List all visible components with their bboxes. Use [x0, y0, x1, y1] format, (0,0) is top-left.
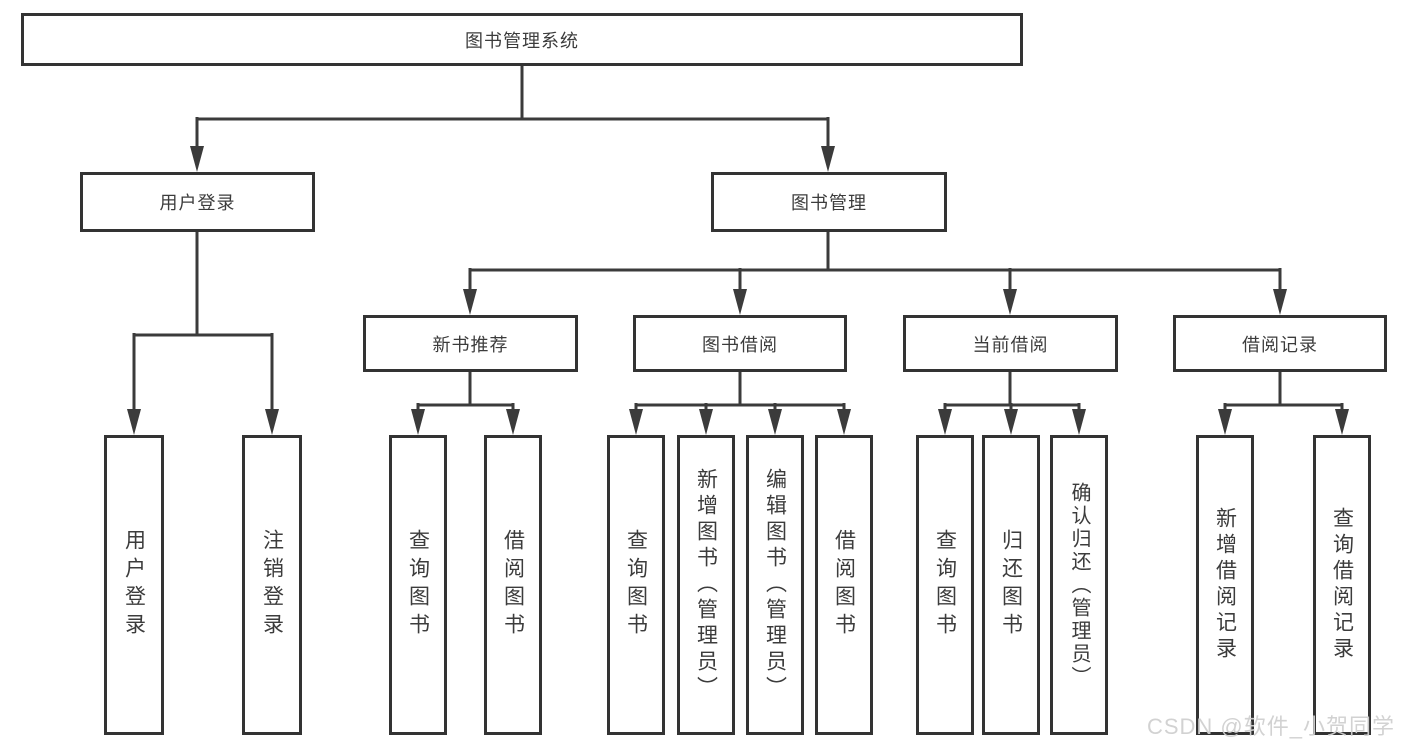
leaf-confirm-return-admin: 确认归还（管理员）	[1050, 435, 1108, 735]
leaf-logout: 注销登录	[242, 435, 302, 735]
node-borrow-records: 借阅记录	[1173, 315, 1387, 372]
leaf-add-borrow-record: 新增借阅记录	[1196, 435, 1254, 735]
node-book-borrow: 图书借阅	[633, 315, 847, 372]
leaf-query-books-recommend: 查询图书	[389, 435, 447, 735]
node-user-login: 用户登录	[80, 172, 315, 232]
leaf-borrow-books: 借阅图书	[815, 435, 873, 735]
leaf-borrow-books-recommend: 借阅图书	[484, 435, 542, 735]
node-root-library-system: 图书管理系统	[21, 13, 1023, 66]
watermark: CSDN @软件_小贺同学	[1146, 714, 1395, 739]
leaf-query-books-borrow: 查询图书	[607, 435, 665, 735]
node-current-borrow: 当前借阅	[903, 315, 1118, 372]
leaf-query-books-current: 查询图书	[916, 435, 974, 735]
node-book-management: 图书管理	[711, 172, 947, 232]
node-new-book-recommend: 新书推荐	[363, 315, 578, 372]
leaf-add-books-admin: 新增图书（管理员）	[677, 435, 735, 735]
leaf-query-borrow-record: 查询借阅记录	[1313, 435, 1371, 735]
leaf-return-books: 归还图书	[982, 435, 1040, 735]
leaf-edit-books-admin: 编辑图书（管理员）	[746, 435, 804, 735]
leaf-user-login: 用户登录	[104, 435, 164, 735]
